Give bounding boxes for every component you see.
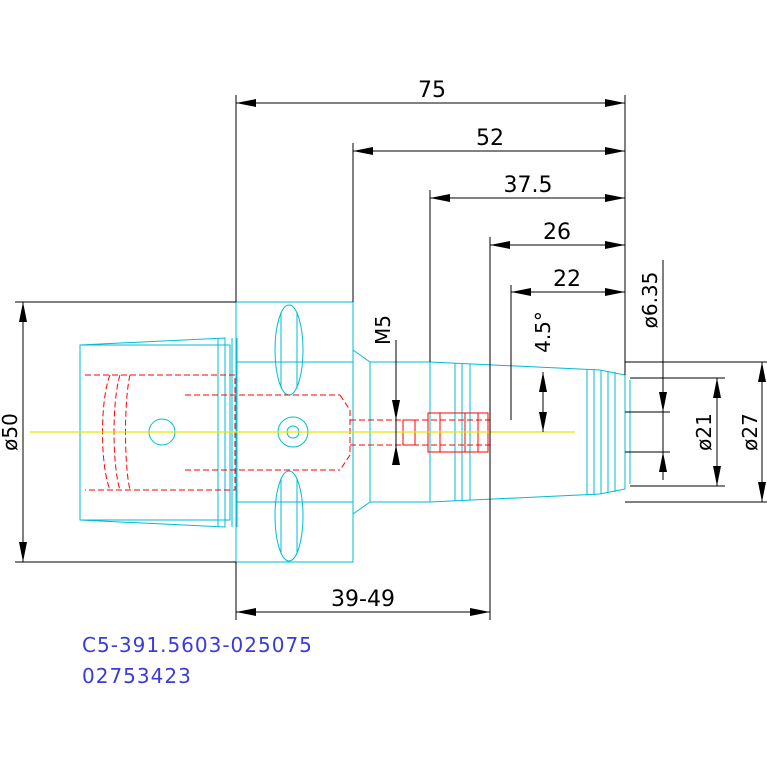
dim-taper-angle: 4.5° (531, 311, 555, 353)
dim-diameter-6-35: ø6.35 (638, 272, 662, 329)
dim-length-22: 22 (553, 267, 581, 292)
dim-length-37-5: 37.5 (504, 173, 553, 198)
dim-thread-m5: M5 (371, 315, 395, 345)
dim-length-26: 26 (543, 220, 571, 245)
dim-gauge-range: 39-49 (331, 587, 395, 612)
part-number: C5-391.5603-025075 (82, 633, 313, 657)
dim-diameter-21: ø21 (692, 413, 716, 451)
dim-overall-length: 75 (418, 78, 446, 103)
dim-diameter-27: ø27 (738, 413, 762, 451)
part-outline (79, 301, 631, 563)
dimension-lines (15, 95, 767, 620)
dim-length-52: 52 (476, 126, 504, 151)
dim-diameter-50: ø50 (0, 413, 22, 451)
order-number: 02753423 (82, 664, 192, 688)
